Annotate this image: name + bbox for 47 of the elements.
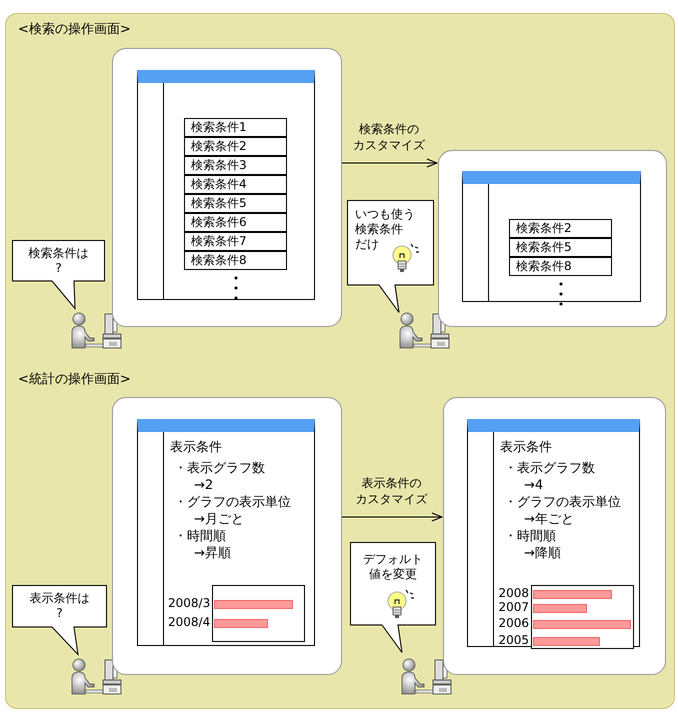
list-item: 検索条件1 (184, 118, 287, 137)
settings-line: →年ごと (524, 512, 574, 528)
bubble-text: デフォルト値を変更 (362, 552, 424, 582)
arrow (340, 158, 438, 168)
speech-bubble (347, 200, 434, 313)
list-item: 検索条件2 (184, 137, 287, 156)
settings-line: ・グラフの表示単位 (174, 495, 291, 511)
axis-label: 2005 (497, 633, 529, 647)
settings-line: ・表示グラフ数 (174, 461, 265, 477)
bubble-text: 検索条件は? (28, 246, 90, 276)
section-heading: <検索の操作画面> (18, 21, 131, 38)
axis-label: 2006 (497, 616, 529, 630)
list-item: 検索条件5 (509, 238, 612, 257)
arrow (340, 512, 442, 522)
settings-line: →昇順 (194, 546, 231, 562)
bubble-text: 表示条件は? (28, 591, 90, 621)
settings-line: →2 (194, 478, 214, 494)
speech-bubble (12, 585, 107, 655)
settings-line: →4 (524, 478, 544, 494)
axis-label: 2007 (497, 600, 529, 614)
list-item: 検索条件7 (184, 232, 287, 251)
bubble-text: いつも使う検索条件だけ (355, 207, 415, 252)
list-item: 検索条件6 (184, 213, 287, 232)
section-heading: <統計の操作画面> (18, 371, 131, 388)
list-item: 検索条件5 (184, 194, 287, 213)
list-item: 検索条件2 (509, 219, 612, 238)
settings-line: ・表示グラフ数 (504, 461, 595, 477)
list-item: 検索条件8 (184, 251, 287, 270)
list-item: 検索条件4 (184, 175, 287, 194)
screen-panel (112, 397, 342, 675)
speech-bubble (12, 240, 105, 309)
settings-line: →降順 (524, 546, 561, 562)
settings-heading: 表示条件 (500, 440, 552, 456)
screen-panel (438, 150, 667, 327)
screen-panel (443, 397, 666, 675)
list-item: 検索条件8 (509, 257, 612, 276)
settings-heading: 表示条件 (170, 440, 222, 456)
screen-panel (112, 48, 342, 327)
settings-line: →月ごと (194, 512, 244, 528)
settings-line: ・グラフの表示単位 (504, 495, 621, 511)
axis-label: 2008/4 (168, 615, 210, 629)
settings-line: ・時間順 (174, 529, 226, 545)
list-item: 検索条件3 (184, 156, 287, 175)
axis-label: 2008/3 (168, 596, 210, 610)
axis-label: 2008 (497, 586, 529, 600)
settings-line: ・時間順 (504, 529, 556, 545)
speech-bubble (350, 542, 436, 653)
